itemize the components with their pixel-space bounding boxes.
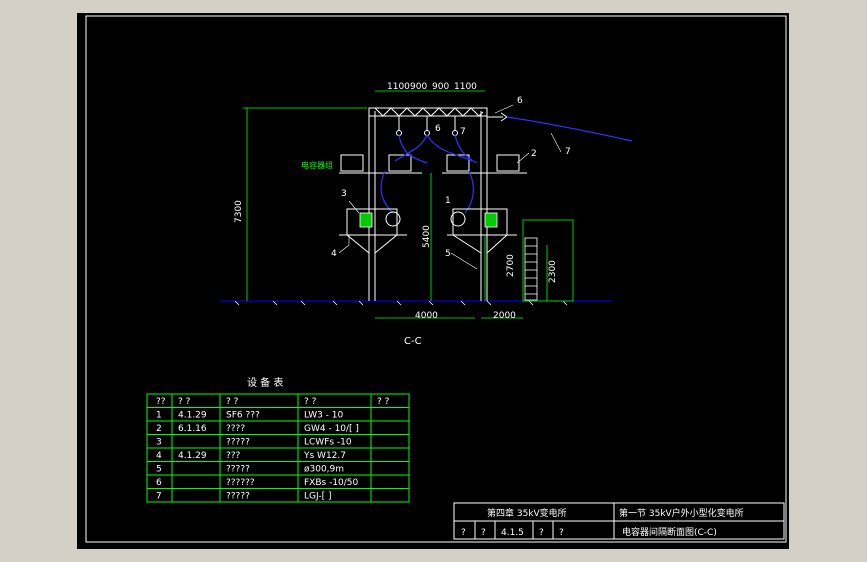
view-label: C-C	[404, 336, 422, 347]
callout-3: 3	[341, 189, 347, 199]
table-cell: LGJ-[ ]	[304, 492, 331, 502]
table-header-cell: ? ?	[377, 397, 390, 407]
table-cell: 4	[156, 451, 162, 461]
conductor-wires	[380, 116, 633, 214]
table-cell: 2	[156, 424, 162, 434]
drawing-sheet: 1100 900 900 1100 7300 5400 2700 2300 40…	[77, 13, 789, 549]
right-portal-post	[480, 111, 488, 301]
dim-height-total: 7300	[234, 200, 244, 223]
drawing-code: 4.1.5	[501, 528, 524, 538]
cad-drawing: 1100 900 900 1100 7300 5400 2700 2300 40…	[85, 15, 787, 543]
callout-4: 4	[331, 249, 337, 259]
table-cell: 1	[156, 411, 162, 421]
callout-2: 2	[531, 149, 537, 159]
table-cell: 5	[156, 465, 162, 475]
drawing-name: 电容器间隔断面图(C-C)	[622, 526, 717, 538]
border-frame	[85, 15, 787, 543]
section-title: 第一节 35kV户外小型化变电所	[619, 507, 744, 519]
dim-width-main: 4000	[415, 311, 438, 321]
dim-height-upper: 5400	[422, 225, 432, 248]
table-cell: FXBs -10/50	[304, 478, 359, 488]
table-cell: LCWFs -10	[304, 438, 352, 448]
callout-5: 5	[445, 249, 451, 259]
table-cell: ?????	[226, 492, 250, 502]
table-cell: ?????	[226, 438, 250, 448]
capacitor-bank-units	[339, 154, 527, 174]
table-cell: ø300,9m	[304, 465, 344, 475]
dim-width-side: 2000	[493, 311, 516, 321]
table-cell: 6	[156, 478, 162, 488]
callout-6b: 6	[517, 96, 523, 106]
dim-top-2: 900	[410, 82, 427, 92]
table-header-cell: ? ?	[304, 397, 317, 407]
title-q3: ?	[539, 528, 544, 538]
title-q1: ?	[461, 528, 466, 538]
title-q4: ?	[559, 528, 564, 538]
callout-leaders	[338, 104, 562, 270]
callout-7a: 7	[460, 127, 466, 137]
portal-beam	[368, 107, 488, 117]
table-cell: ????	[226, 424, 245, 434]
table-cell: ?????	[226, 465, 250, 475]
dim-top-3: 900	[432, 82, 449, 92]
dim-height-lower: 2700	[506, 254, 516, 277]
table-header-cell: ? ?	[226, 397, 239, 407]
equipment-table-title: 设 备 表	[247, 376, 283, 389]
table-cell: GW4 - 10/[ ]	[304, 424, 359, 434]
table-cell: 3	[156, 438, 162, 448]
table-cell: 7	[156, 492, 162, 502]
fence	[522, 219, 574, 302]
title-q2: ?	[481, 528, 486, 538]
left-portal-post	[368, 111, 376, 301]
table-cell: 4.1.29	[178, 451, 207, 461]
equipment-table: ?? ? ? ? ? ? ? ? ? 1 4.1.29 SF6 ??? LW3 - 10 2 6.1…	[146, 393, 410, 503]
title-block	[453, 502, 785, 540]
table-cell: 6.1.16	[178, 424, 207, 434]
table-cell: ??????	[226, 478, 255, 488]
table-cell: ???	[226, 451, 241, 461]
capacitor-bank-label: 电容器组	[301, 160, 333, 170]
table-cell: 4.1.29	[178, 411, 207, 421]
circuit-breakers	[359, 211, 498, 228]
table-cell: SF6 ???	[226, 411, 260, 421]
breaker-support-frames	[339, 208, 517, 254]
dim-top-1: 1100	[387, 82, 410, 92]
table-header-cell: ??	[156, 397, 166, 407]
table-cell: Ys W12.7	[303, 451, 346, 461]
dimension-lines	[243, 90, 548, 319]
callout-6a: 6	[435, 124, 441, 134]
table-header-cell: ? ?	[178, 397, 191, 407]
dim-height-fence: 2300	[548, 260, 558, 283]
dim-top-4: 1100	[454, 82, 477, 92]
chapter-title: 第四章 35kV变电所	[487, 507, 567, 519]
ground-hatch	[234, 300, 568, 306]
callout-7b: 7	[565, 147, 571, 157]
table-cell: LW3 - 10	[304, 411, 344, 421]
callout-1: 1	[445, 196, 451, 206]
